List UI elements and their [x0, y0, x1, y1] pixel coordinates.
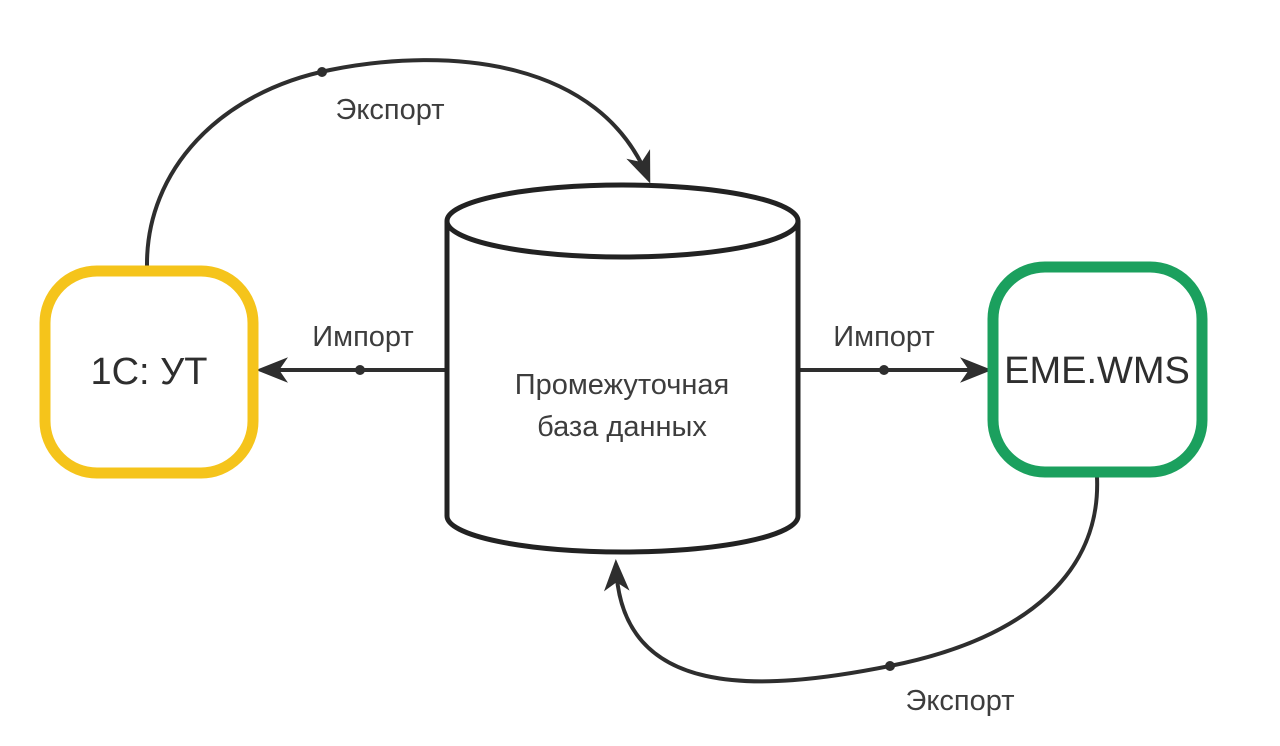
edge-import-db-to-1c-midpoint-dot: [355, 365, 365, 375]
edge-label-import-right: Импорт: [833, 321, 934, 353]
edge-export-wms-to-db-midpoint-dot: [885, 661, 895, 671]
db-cylinder-top: [444, 182, 801, 260]
node-system-wms: EME.WMS: [987, 261, 1208, 478]
edge-export-1c-to-db-midpoint-dot: [317, 67, 327, 77]
edge-label-export-bottom: Экспорт: [906, 685, 1015, 717]
db-label-line2: база данных: [537, 411, 707, 443]
node-system-1c-label: 1С: УТ: [90, 351, 207, 393]
node-staging-db: Промежуточная база данных: [444, 182, 801, 555]
db-label-line1: Промежуточная: [515, 369, 729, 401]
edge-label-import-left: Импорт: [312, 321, 413, 353]
node-system-1c-box: [39, 265, 259, 479]
db-cylinder-body: [444, 221, 801, 555]
node-system-wms-label: EME.WMS: [1004, 350, 1190, 392]
edge-import-db-to-wms-midpoint-dot: [879, 365, 889, 375]
node-system-wms-box: [987, 261, 1208, 478]
edge-export-1c-to-db: [144, 58, 651, 268]
node-system-1c: 1С: УТ: [39, 265, 259, 479]
edge-label-export-top: Экспорт: [336, 94, 445, 126]
